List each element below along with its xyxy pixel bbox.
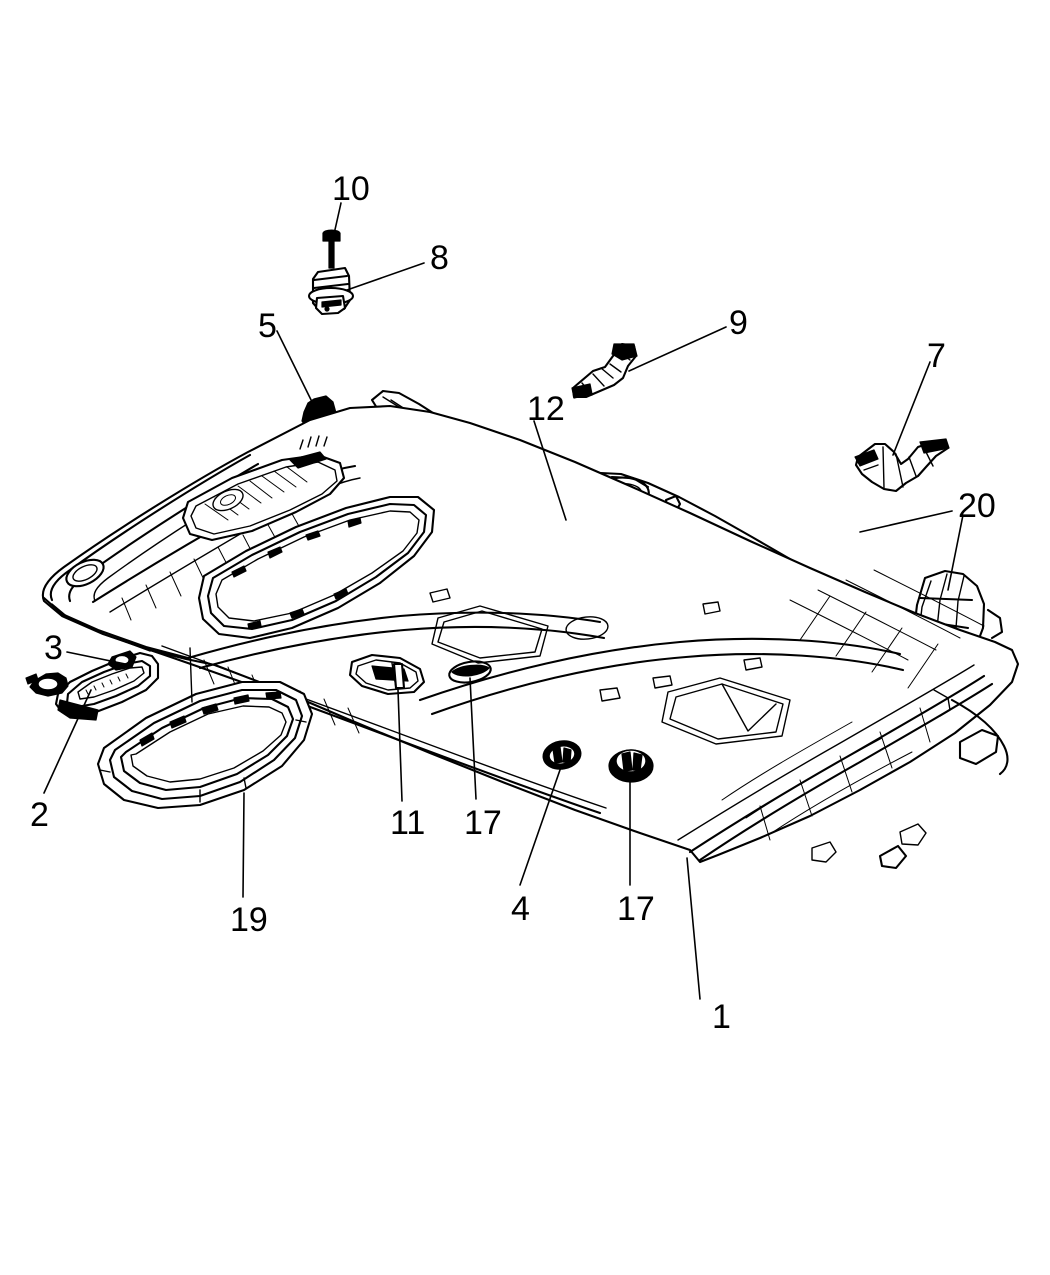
callout-number-10: 10	[332, 170, 370, 208]
callout-number-7: 7	[927, 337, 946, 375]
callout-leader-12	[533, 420, 567, 521]
callout-leader-20	[859, 510, 953, 533]
callout-leader-5	[276, 330, 319, 415]
part-9-harness-clip	[571, 342, 638, 399]
callout-leader-8	[346, 262, 425, 291]
callout-number-19: 19	[230, 901, 268, 939]
part-4-coat-hook-grommet	[542, 740, 582, 770]
callout-leader-3	[66, 651, 131, 666]
callout-leader-4	[519, 766, 562, 886]
part-8-nut-retainer	[307, 266, 355, 316]
callout-number-17a: 17	[464, 804, 502, 842]
callout-number-2: 2	[30, 796, 49, 834]
part-7-mounting-bracket	[854, 438, 950, 493]
callout-number-8: 8	[430, 239, 449, 277]
callout-number-3: 3	[44, 629, 63, 667]
callout-leader-lines	[43, 202, 964, 1000]
callout-leader-2	[43, 689, 92, 794]
part-19-sunroof-trim-ring	[96, 680, 314, 810]
callout-leader-10	[331, 202, 342, 244]
callout-number-1: 1	[712, 998, 731, 1036]
callout-leader-19	[242, 792, 245, 898]
callout-number-5: 5	[258, 307, 277, 345]
callout-number-4: 4	[511, 890, 530, 928]
callout-number-12: 12	[527, 390, 565, 428]
callout-number-9: 9	[729, 304, 748, 342]
callout-leader-20b	[947, 514, 964, 591]
part-1-headliner-main-panel	[41, 404, 1020, 870]
detail-tick-line	[189, 647, 193, 703]
callout-leader-9	[628, 326, 727, 372]
callout-leader-11	[397, 689, 403, 802]
callout-leader-1	[686, 857, 701, 1000]
part-17-plug-cap-right	[608, 749, 654, 783]
part-10-mounting-screw	[322, 229, 341, 269]
callout-number-17b: 17	[617, 890, 655, 928]
callout-leader-17a	[469, 677, 477, 800]
callout-number-11: 11	[390, 804, 426, 842]
callout-number-20: 20	[958, 487, 996, 525]
callout-leader-7	[892, 361, 931, 456]
